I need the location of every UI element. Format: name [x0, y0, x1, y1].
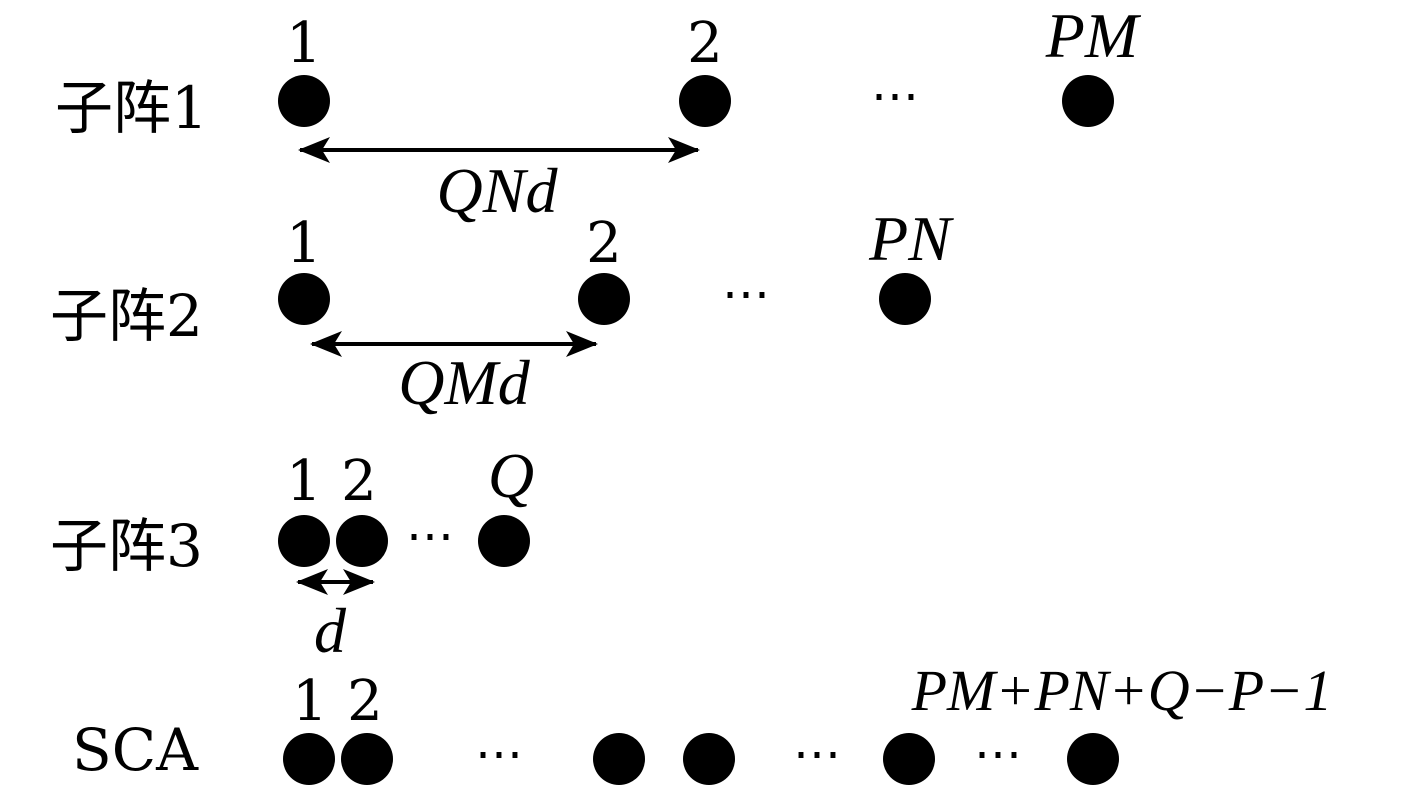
subarray-1-element-label-first: 1 [286, 11, 322, 76]
subarray-3-element-label-last: Q [488, 440, 534, 511]
subarray-2-label: 子阵2 [50, 282, 203, 350]
subarray-2-element-last [879, 273, 931, 325]
subarray-3-element-1 [278, 515, 330, 567]
subarray-2-element-label-first: 1 [286, 211, 322, 276]
subarray-1-element-last [1062, 75, 1114, 127]
sca-element-label-second: 2 [347, 669, 383, 734]
subarray-3-label: 子阵3 [50, 512, 203, 580]
subarray-2-element-label-last: PN [868, 203, 954, 274]
subarray-1-spacing-label: QNd [437, 155, 559, 226]
sca-element-1 [283, 733, 335, 785]
sca-element-a [593, 733, 645, 785]
subarray-3: 子阵3 1 2 Q ⋯ d [50, 440, 534, 666]
subarray-3-element-2 [336, 515, 388, 567]
sca-ellipsis-3: ⋯ [974, 726, 1022, 782]
sca-array: SCA 1 2 PM+PN+Q−P−1 ⋯ ⋯ ⋯ [72, 658, 1332, 785]
sca-element-label-first: 1 [292, 669, 328, 734]
sca-element-b [683, 733, 735, 785]
sca-element-c [883, 733, 935, 785]
subarray-2-ellipsis: ⋯ [722, 266, 770, 322]
sca-element-last [1067, 733, 1119, 785]
subarray-2-spacing-label: QMd [398, 347, 531, 418]
sca-element-label-last: PM+PN+Q−P−1 [911, 658, 1333, 723]
subarray-2: 子阵2 1 2 PN ⋯ QMd [50, 203, 954, 418]
subarray-1-element-label-last: PM [1045, 0, 1142, 71]
subarray-1-label: 子阵1 [55, 74, 208, 142]
subarray-3-ellipsis: ⋯ [406, 508, 454, 564]
subarray-3-spacing-label: d [314, 595, 347, 666]
subarray-3-element-label-second: 2 [341, 449, 377, 514]
subarray-1-ellipsis: ⋯ [871, 68, 919, 124]
subarray-1-element-label-second: 2 [687, 11, 723, 76]
subarray-2-element-1 [278, 273, 330, 325]
subarray-1: 子阵1 1 2 PM ⋯ QNd [55, 0, 1142, 226]
subarray-2-element-label-second: 2 [586, 211, 622, 276]
sca-element-2 [341, 733, 393, 785]
sca-ellipsis-2: ⋯ [793, 726, 841, 782]
sca-ellipsis-1: ⋯ [475, 726, 523, 782]
subarray-3-element-label-first: 1 [286, 449, 322, 514]
sca-label: SCA [72, 716, 199, 784]
subarray-2-element-2 [578, 273, 630, 325]
subarray-3-element-last [478, 515, 530, 567]
subarray-1-element-2 [679, 75, 731, 127]
subarray-1-element-1 [278, 75, 330, 127]
